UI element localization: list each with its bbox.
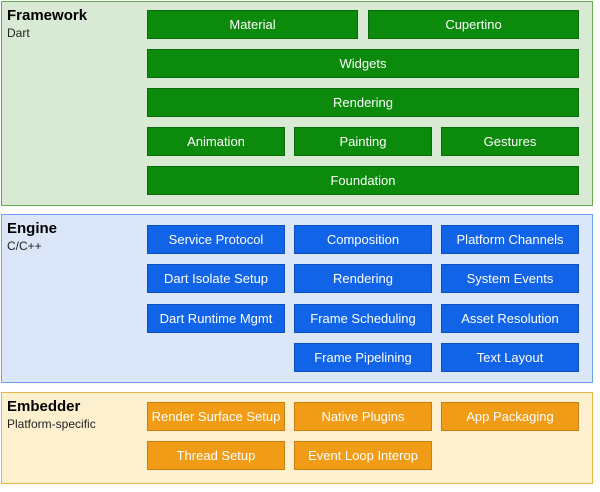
block-painting: Painting <box>294 127 432 156</box>
block-widgets: Widgets <box>147 49 579 78</box>
block-dart-isolate-setup: Dart Isolate Setup <box>147 264 285 293</box>
block-render-surface-setup: Render Surface Setup <box>147 402 285 431</box>
block-animation: Animation <box>147 127 285 156</box>
block-engine-rendering: Rendering <box>294 264 432 293</box>
block-text-layout: Text Layout <box>441 343 579 372</box>
block-thread-setup: Thread Setup <box>147 441 285 470</box>
block-asset-resolution: Asset Resolution <box>441 304 579 333</box>
block-native-plugins: Native Plugins <box>294 402 432 431</box>
block-app-packaging: App Packaging <box>441 402 579 431</box>
embedder-title: Embedder <box>7 398 81 415</box>
framework-title: Framework <box>7 7 88 24</box>
engine-subtitle: C/C++ <box>7 239 42 253</box>
block-cupertino: Cupertino <box>368 10 579 39</box>
block-system-events: System Events <box>441 264 579 293</box>
block-framework-rendering: Rendering <box>147 88 579 117</box>
block-material: Material <box>147 10 358 39</box>
embedder-subtitle: Platform-specific <box>7 417 96 431</box>
block-platform-channels: Platform Channels <box>441 225 579 254</box>
block-service-protocol: Service Protocol <box>147 225 285 254</box>
block-foundation: Foundation <box>147 166 579 195</box>
block-gestures: Gestures <box>441 127 579 156</box>
block-event-loop-interop: Event Loop Interop <box>294 441 432 470</box>
framework-subtitle: Dart <box>7 26 30 40</box>
block-frame-scheduling: Frame Scheduling <box>294 304 432 333</box>
block-dart-runtime-mgmt: Dart Runtime Mgmt <box>147 304 285 333</box>
engine-title: Engine <box>7 220 58 237</box>
block-frame-pipelining: Frame Pipelining <box>294 343 432 372</box>
block-composition: Composition <box>294 225 432 254</box>
